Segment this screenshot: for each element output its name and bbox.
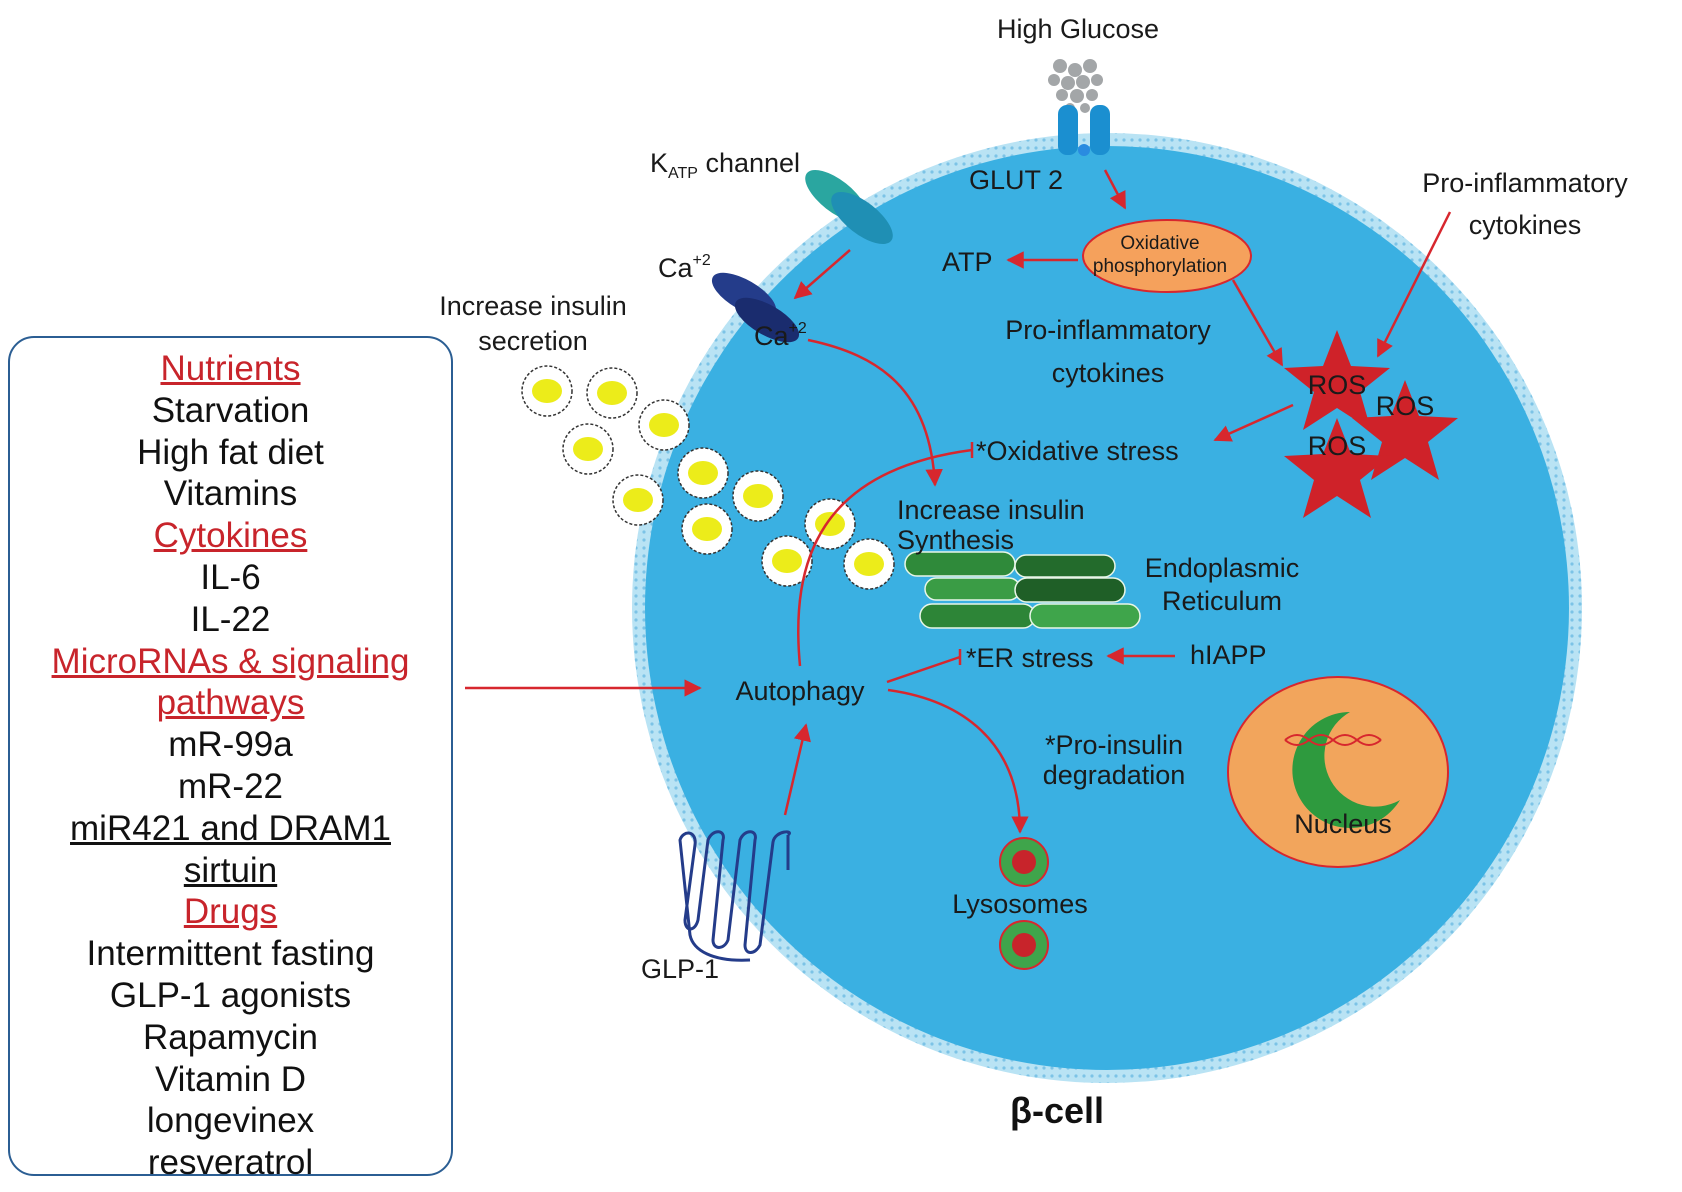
ros-label-2: ROS <box>1376 391 1435 421</box>
glut2-transporter <box>1058 105 1110 156</box>
katp-rest: channel <box>698 148 800 178</box>
list-item: resveratrol <box>147 1143 314 1183</box>
er-line1: Endoplasmic <box>1145 553 1300 583</box>
heading-cytokines: Cytokines <box>153 516 308 556</box>
lysosomes <box>999 837 1049 970</box>
ca-top-label: Ca+2 <box>658 252 711 283</box>
modulators-panel: Nutrients Starvation High fat diet Vitam… <box>8 336 453 1182</box>
insulin-granules <box>521 365 895 590</box>
endoplasmic-reticulum <box>904 551 1141 629</box>
heading-micrornas-line2: pathways <box>156 683 305 723</box>
list-item: longevinex <box>146 1101 315 1141</box>
nucleus <box>1227 676 1449 868</box>
list-item: miR421 and DRAM1 <box>70 808 391 848</box>
er-stress-label: *ER stress <box>966 643 1094 673</box>
list-item: Vitamins <box>163 474 298 514</box>
list-item: Vitamin D <box>154 1059 307 1099</box>
heading-nutrients: Nutrients <box>160 349 301 388</box>
list-item: IL-6 <box>200 557 261 597</box>
katp-subscript: ATP <box>668 165 698 182</box>
glut2-label: GLUT 2 <box>969 165 1063 195</box>
pro-inflammatory-outside-line1: Pro-inflammatory <box>1422 168 1628 198</box>
glucose-molecules <box>1048 59 1103 113</box>
list-item: Starvation <box>151 390 310 430</box>
atp-label: ATP <box>942 247 993 277</box>
proinsulin-line2: degradation <box>1043 760 1186 790</box>
heading-micrornas: MicroRNAs & signaling <box>51 641 410 681</box>
hiapp-label: hIAPP <box>1190 640 1267 670</box>
glp1-receptor <box>678 830 791 962</box>
list-item: mR-22 <box>177 766 284 806</box>
list-item: GLP-1 agonists <box>109 975 352 1015</box>
mitochondrion <box>1082 219 1252 293</box>
pro-inflammatory-inside-line1: Pro-inflammatory <box>1005 315 1211 345</box>
autophagy-label: Autophagy <box>735 676 865 706</box>
proinsulin-line1: *Pro-insulin <box>1045 730 1183 760</box>
arrows <box>465 169 1452 834</box>
calcium-channel <box>711 272 800 343</box>
pro-inflammatory-inside-line2: cytokines <box>1052 358 1165 388</box>
ca-inner-label: Ca+2 <box>754 320 807 351</box>
increase-secretion-line1: Increase insulin <box>439 291 627 321</box>
oxphos-line2: phosphorylation <box>1093 256 1227 277</box>
ros-label-1: ROS <box>1308 370 1367 400</box>
increase-synthesis-line1: Increase insulin <box>897 495 1085 525</box>
list-item: IL-22 <box>190 599 271 639</box>
er-line2: Reticulum <box>1162 586 1282 616</box>
katp-k: K <box>650 148 668 178</box>
list-item: Rapamycin <box>142 1017 319 1057</box>
ca-inner-text: Ca <box>754 321 789 351</box>
ros-label-3: ROS <box>1308 431 1367 461</box>
increase-synthesis-line2: Synthesis <box>897 525 1014 555</box>
heading-drugs: Drugs <box>183 892 278 932</box>
increase-secretion-line2: secretion <box>478 326 588 356</box>
glp1-label: GLP-1 <box>641 954 719 984</box>
ros-stars <box>1284 330 1458 518</box>
oxidative-stress-label: *Oxidative stress <box>976 436 1179 466</box>
ca-top-sup: +2 <box>693 252 711 269</box>
list-item: High fat diet <box>137 432 324 472</box>
list-item: sirtuin <box>183 850 278 890</box>
list-item: Intermittent fasting <box>86 934 375 974</box>
pro-inflammatory-outside-line2: cytokines <box>1469 210 1582 240</box>
ca-top-text: Ca <box>658 253 693 283</box>
katp-channel <box>805 169 893 245</box>
high-glucose-label: High Glucose <box>997 14 1159 44</box>
beta-cell-title: β-cell <box>1010 1090 1105 1131</box>
lysosomes-label: Lysosomes <box>952 889 1088 919</box>
oxphos-line1: Oxidative <box>1120 233 1199 254</box>
modulators-list: Nutrients Starvation High fat diet Vitam… <box>10 348 451 1184</box>
katp-channel-label: KATP channel <box>650 148 800 182</box>
ca-inner-sup: +2 <box>789 320 807 337</box>
nucleus-label: Nucleus <box>1294 809 1392 839</box>
list-item: mR-99a <box>168 725 293 765</box>
